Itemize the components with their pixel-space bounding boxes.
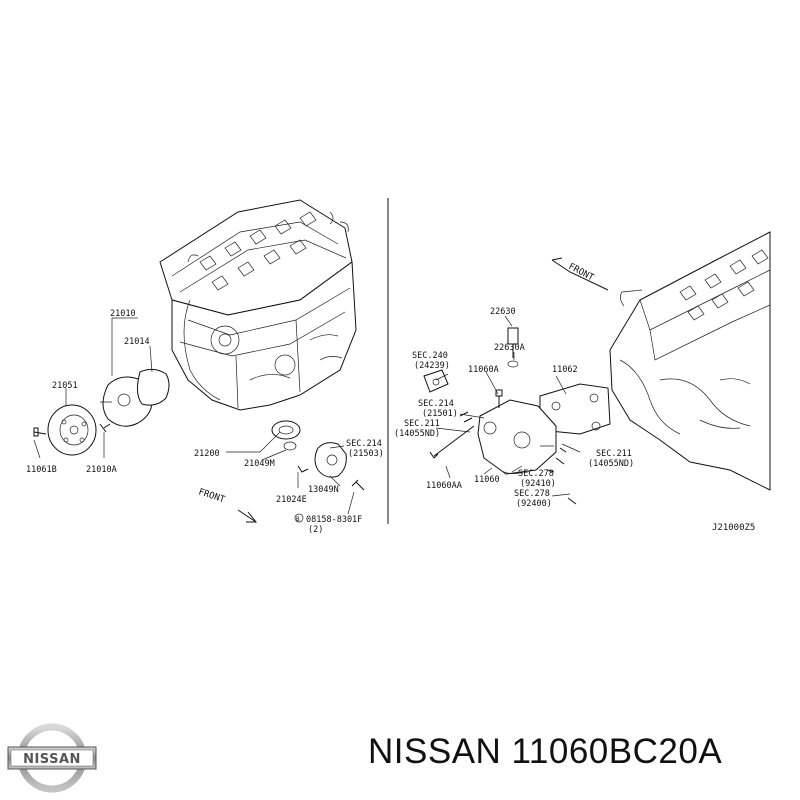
label-sec240: SEC.240 [412, 351, 448, 361]
label-21024e: 21024E [276, 495, 307, 505]
label-21010a: 21010A [86, 465, 117, 475]
label-bolt: 08158-8301F [306, 515, 362, 525]
washer-22630a [507, 360, 519, 368]
water-outlet-11060 [477, 399, 557, 475]
label-11062: 11062 [552, 365, 578, 375]
label-sec211-b: SEC.211 [596, 449, 632, 459]
front-label-right: FRONT [567, 262, 596, 284]
right-leaders [435, 315, 581, 497]
left-engine-block [159, 199, 357, 411]
left-leaders [33, 317, 355, 523]
label-sec211-a-sub: (14055ND) [394, 429, 440, 439]
right-parts [423, 257, 611, 505]
label-21014: 21014 [124, 337, 150, 347]
label-21049m: 21049M [244, 459, 275, 469]
label-21051: 21051 [52, 381, 78, 391]
label-22630: 22630 [490, 307, 516, 317]
part-number-caption: NISSAN 11060BC20A [368, 732, 723, 771]
label-sec278-a-sub: (92410) [520, 479, 556, 489]
label-21200: 21200 [194, 449, 220, 459]
label-sec214-right-sub: (21501) [422, 409, 458, 419]
figure-code: J21000Z5 [712, 523, 755, 533]
pulley-21051 [47, 404, 97, 456]
label-sec240-sub: (24239) [414, 361, 450, 371]
label-22630a: 22630A [494, 343, 525, 353]
label-11060aa: 11060AA [426, 481, 462, 491]
gasket-21014 [136, 368, 170, 406]
label-sec278-b-sub: (92400) [516, 499, 552, 509]
logo-wordmark: NISSAN [23, 752, 81, 767]
label-sec278-b: SEC.278 [514, 489, 550, 499]
front-label-left: FRONT [197, 487, 226, 505]
label-11060a: 11060A [468, 365, 499, 375]
label-13049n: 13049N [308, 485, 339, 495]
label-11061b: 11061B [26, 465, 57, 475]
label-sec211-a: SEC.211 [404, 419, 440, 429]
right-engine-block [609, 231, 771, 491]
sensor-22630 [507, 327, 519, 345]
thermostat-21200 [271, 420, 301, 440]
bolt-symbol: B [296, 516, 300, 523]
nissan-logo: NISSAN [7, 723, 97, 793]
label-sec211-b-sub: (14055ND) [588, 459, 634, 469]
housing-13049N [314, 442, 347, 478]
label-sec214-left: SEC.214 [346, 439, 382, 449]
label-11060: 11060 [474, 475, 500, 485]
label-sec214-left-sub: (21503) [348, 449, 384, 459]
label-bolt-qty: (2) [308, 525, 323, 535]
right-labels: 22630 22630A SEC.240 (24239) 11060A 1106… [394, 262, 755, 533]
label-sec278-a: SEC.278 [518, 469, 554, 479]
left-water-pump-parts [33, 368, 365, 491]
label-21010: 21010 [110, 309, 136, 319]
label-sec214-right: SEC.214 [418, 399, 454, 409]
